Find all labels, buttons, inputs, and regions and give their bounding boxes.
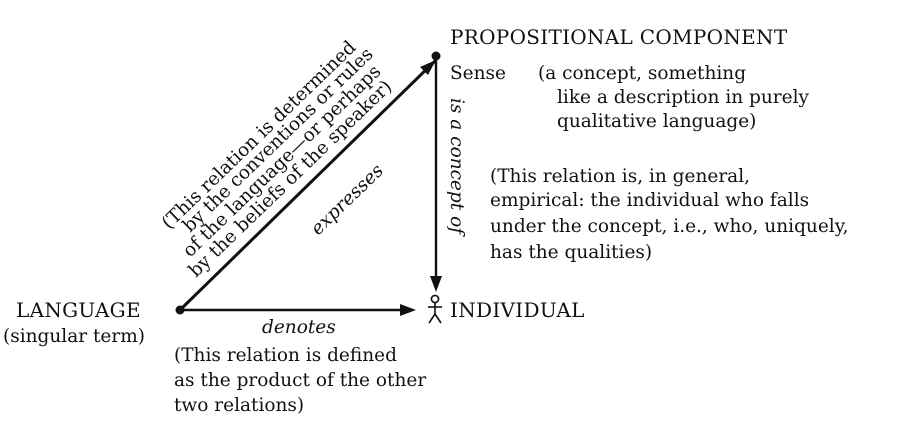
sense-desc-line-1: (a concept, something bbox=[538, 63, 746, 84]
edge-concept-of bbox=[430, 56, 442, 292]
concept-of-note-line-2: empirical: the individual who falls bbox=[490, 190, 809, 211]
language-node-dot bbox=[175, 305, 185, 315]
concept-of-label: is a concept of bbox=[446, 98, 467, 237]
language-title: LANGUAGE bbox=[16, 298, 141, 322]
denotes-arrowhead bbox=[400, 304, 416, 316]
denotes-label: denotes bbox=[262, 317, 336, 338]
expresses-arrowhead bbox=[420, 60, 436, 75]
denotes-note-line-2: as the product of the other bbox=[174, 370, 426, 391]
denotes-note-line-3: two relations) bbox=[174, 395, 304, 416]
concept-of-arrowhead bbox=[430, 276, 442, 292]
concept-of-note-line-1: (This relation is, in general, bbox=[490, 166, 750, 187]
sense-desc-line-3: qualitative language) bbox=[557, 111, 756, 132]
denotes-note-line-1: (This relation is defined bbox=[174, 345, 397, 366]
person-icon bbox=[428, 294, 442, 324]
edge-denotes bbox=[180, 304, 416, 316]
sense-desc-line-2: like a description in purely bbox=[557, 87, 809, 108]
propositional-node-dot bbox=[431, 51, 441, 61]
concept-of-note-line-4: has the qualities) bbox=[490, 242, 652, 263]
language-subtitle: (singular term) bbox=[3, 326, 145, 347]
concept-of-note-line-3: under the concept, i.e., who, uniquely, bbox=[490, 216, 849, 237]
expresses-note-line-3: of the language—or perhaps bbox=[179, 61, 385, 261]
sense-label: Sense bbox=[450, 63, 506, 84]
expresses-line bbox=[178, 58, 438, 312]
edge-expresses bbox=[178, 58, 438, 312]
individual-title: INDIVIDUAL bbox=[450, 298, 585, 322]
propositional-component-title: PROPOSITIONAL COMPONENT bbox=[450, 25, 788, 49]
